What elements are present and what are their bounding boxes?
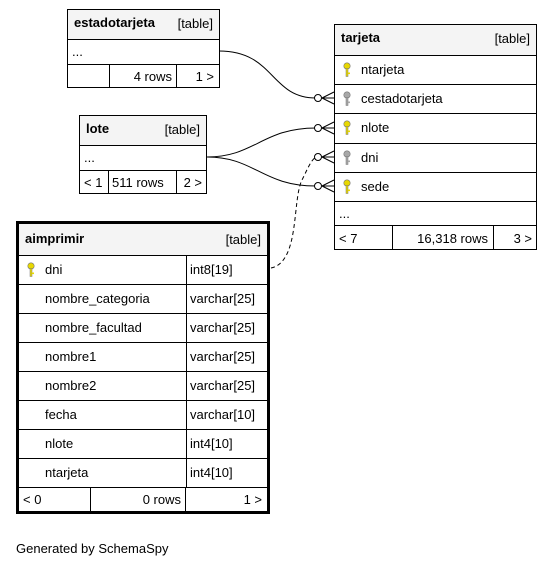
- column-row[interactable]: ntarjeta: [335, 55, 536, 84]
- footer-left[interactable]: < 7: [339, 231, 358, 246]
- footer-right[interactable]: 3 >: [513, 231, 532, 246]
- primary-key-icon: [342, 179, 352, 195]
- column-row[interactable]: dni: [335, 142, 536, 172]
- column-type: int4[10]: [190, 436, 233, 451]
- column-type: varchar[10]: [190, 407, 256, 422]
- column-name: nombre_facultad: [45, 320, 142, 335]
- column-row[interactable]: nombre_categoria varchar[25]: [19, 284, 267, 313]
- table-name[interactable]: lote: [86, 121, 110, 136]
- crowfoot-markers: [314, 91, 335, 193]
- table-kind: [table]: [225, 232, 261, 247]
- table-lote[interactable]: lote [table] ... < 1 511 rows 2 >: [79, 115, 207, 194]
- edge-aimprimir-tarjeta-dni: [270, 156, 317, 269]
- edge-estadotarjeta-tarjeta: [218, 50, 317, 99]
- column-name: fecha: [45, 407, 77, 422]
- table-header: estadotarjeta [table]: [68, 10, 219, 39]
- column-name: nombre_categoria: [45, 291, 150, 306]
- foreign-key-icon: [342, 150, 352, 166]
- footer-right[interactable]: 1 >: [195, 69, 214, 84]
- column-row[interactable]: nlote: [335, 113, 536, 142]
- column-name: ntarjeta: [361, 62, 405, 77]
- ellipsis-row: ...: [335, 201, 536, 225]
- table-tarjeta[interactable]: tarjeta [table] ntarjeta cestadotarjeta nl…: [334, 24, 537, 250]
- table-footer: 4 rows 1 >: [68, 64, 219, 88]
- edge-lote-tarjeta-nlote: [206, 127, 317, 158]
- table-kind: [table]: [164, 122, 200, 137]
- table-name[interactable]: tarjeta: [341, 30, 381, 45]
- footer-row-count: 0 rows: [142, 492, 181, 507]
- column-type: int4[10]: [190, 465, 233, 480]
- table-name[interactable]: aimprimir: [25, 231, 85, 246]
- table-aimprimir[interactable]: aimprimir [table] dni int8[19] nombre_cate…: [16, 221, 270, 514]
- generated-by-label: Generated by SchemaSpy: [16, 541, 169, 556]
- ellipsis-row: ...: [80, 145, 206, 170]
- footer-right[interactable]: 2 >: [183, 175, 202, 190]
- primary-key-icon: [26, 262, 36, 278]
- table-header: lote [table]: [80, 116, 206, 145]
- column-name: cestadotarjeta: [361, 91, 443, 107]
- table-kind: [table]: [177, 16, 213, 31]
- table-footer: < 0 0 rows 1 >: [19, 487, 267, 511]
- primary-key-icon: [342, 62, 352, 78]
- column-row[interactable]: nlote int4[10]: [19, 429, 267, 458]
- column-row[interactable]: nombre2 varchar[25]: [19, 371, 267, 400]
- ellipsis-row: ...: [68, 39, 219, 64]
- column-type: varchar[25]: [190, 378, 256, 393]
- footer-row-count: 16,318 rows: [417, 231, 488, 246]
- column-name: ntarjeta: [45, 465, 89, 480]
- column-type: int8[19]: [190, 262, 233, 277]
- column-name: nlote: [45, 436, 74, 451]
- table-kind: [table]: [494, 31, 530, 46]
- column-name: nlote: [361, 120, 390, 136]
- column-row[interactable]: dni int8[19]: [19, 255, 267, 284]
- footer-left[interactable]: < 1: [84, 175, 103, 190]
- table-estadotarjeta[interactable]: estadotarjeta [table] ... 4 rows 1 >: [67, 9, 220, 88]
- table-name[interactable]: estadotarjeta: [74, 15, 155, 30]
- column-row[interactable]: sede: [335, 171, 536, 201]
- column-type: varchar[25]: [190, 320, 256, 335]
- footer-row-count: 511 rows: [112, 175, 164, 190]
- column-row[interactable]: fecha varchar[10]: [19, 400, 267, 429]
- column-name: sede: [361, 178, 390, 194]
- table-footer: < 1 511 rows 2 >: [80, 170, 206, 194]
- primary-key-icon: [342, 120, 352, 136]
- column-name: dni: [45, 262, 63, 277]
- foreign-key-icon: [342, 91, 352, 107]
- column-name: dni: [361, 149, 379, 165]
- table-header: tarjeta [table]: [335, 25, 536, 55]
- column-row[interactable]: cestadotarjeta: [335, 84, 536, 113]
- column-type: varchar[25]: [190, 291, 256, 306]
- edge-lote-tarjeta-sede: [206, 156, 317, 187]
- column-name: nombre2: [45, 378, 97, 393]
- footer-row-count: 4 rows: [133, 69, 172, 84]
- column-row[interactable]: ntarjeta int4[10]: [19, 458, 267, 487]
- footer-left[interactable]: < 0: [23, 492, 42, 507]
- column-name: nombre1: [45, 349, 97, 364]
- column-row[interactable]: nombre_facultad varchar[25]: [19, 313, 267, 342]
- footer-right[interactable]: 1 >: [243, 492, 262, 507]
- table-footer: < 7 16,318 rows 3 >: [335, 225, 536, 250]
- table-header: aimprimir [table]: [19, 224, 267, 255]
- column-type: varchar[25]: [190, 349, 256, 364]
- column-row[interactable]: nombre1 varchar[25]: [19, 342, 267, 371]
